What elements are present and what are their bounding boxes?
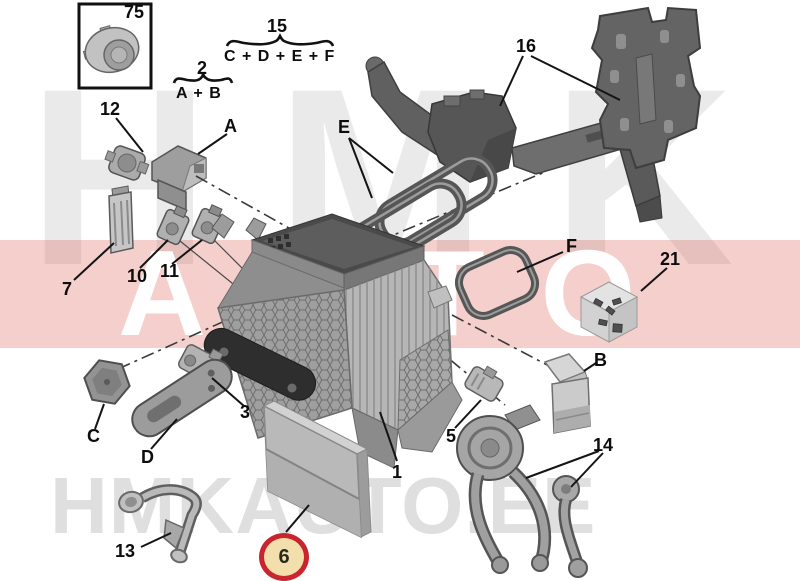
part-13-drain-pipe <box>118 484 202 564</box>
callout-5: 5 <box>446 426 457 446</box>
brace-15 <box>225 33 335 47</box>
callout-d: D <box>141 447 154 467</box>
part-75-sensor-box <box>77 2 153 90</box>
callout-16: 16 <box>516 36 537 56</box>
callout-f: F <box>566 236 577 256</box>
part-d-bracket-arm <box>131 358 233 438</box>
callout-13: 13 <box>115 541 136 561</box>
highlighted-callout-6-label: 6 <box>278 545 290 568</box>
part-b-duct <box>543 353 591 434</box>
callout-c: C <box>87 426 100 446</box>
callout-10: 10 <box>127 266 148 286</box>
callout-7: 7 <box>62 279 73 299</box>
part-5-actuator <box>464 365 504 402</box>
callout-2: 2 <box>197 58 208 78</box>
part-11-actuator <box>191 204 225 245</box>
callout-14: 14 <box>593 435 614 455</box>
gasket-f <box>454 246 540 320</box>
part-7-resistor <box>108 185 134 254</box>
callout-leader-lines <box>73 55 668 548</box>
callout-11: 11 <box>160 261 180 281</box>
part-c-hex-cap <box>83 359 131 405</box>
part-12-sensor <box>104 145 150 181</box>
callout-15-formula: C + D + E + F <box>224 48 336 65</box>
part-1-hvac-housing <box>203 213 463 469</box>
callout-a: A <box>224 116 237 136</box>
part-16-back-plate <box>590 6 702 170</box>
callout-3: 3 <box>240 402 251 422</box>
callout-1: 1 <box>392 462 403 482</box>
callout-12: 12 <box>100 99 121 119</box>
callout-21: 21 <box>660 249 681 269</box>
part-10-actuator <box>156 205 190 246</box>
callout-e: E <box>338 117 351 137</box>
part-16-center-bracket <box>427 89 517 183</box>
part-a-elbow-duct <box>151 145 207 212</box>
part-6-cabin-filter <box>262 400 372 539</box>
highlighted-callout-6: 6 <box>259 533 309 581</box>
part-14-linkage-right <box>552 475 588 578</box>
callout-15: 15 <box>267 16 288 36</box>
part-21-clip-kit <box>579 281 639 343</box>
part-14-linkage-left <box>456 404 552 574</box>
callout-75: 75 <box>124 2 145 22</box>
brace-2 <box>172 73 234 84</box>
callout-b: B <box>594 350 607 370</box>
callout-2-formula: A + B <box>176 85 222 102</box>
